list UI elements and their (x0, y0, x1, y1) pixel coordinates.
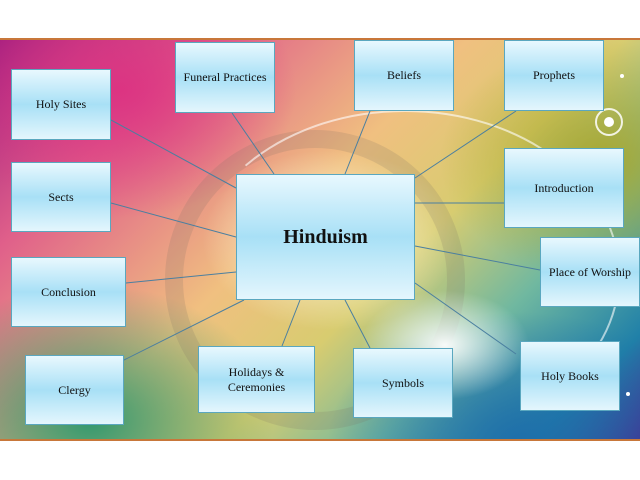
node-label: Hinduism (283, 225, 368, 248)
node-label: Holy Books (541, 368, 599, 383)
node-hinduism[interactable]: Hinduism (236, 174, 415, 300)
node-label: Sects (48, 189, 74, 204)
link-funeral-practices (231, 112, 275, 175)
link-holidays-ceremonies (281, 299, 301, 347)
node-label: Introduction (534, 180, 594, 195)
node-holy-sites[interactable]: Holy Sites (11, 69, 111, 140)
node-funeral-practices[interactable]: Funeral Practices (175, 42, 275, 113)
node-clergy[interactable]: Clergy (25, 355, 124, 425)
node-label: Funeral Practices (183, 70, 267, 84)
node-label: Clergy (58, 382, 91, 397)
node-introduction[interactable]: Introduction (504, 148, 624, 228)
node-label: Prophets (533, 68, 575, 82)
node-label: Holy Sites (35, 97, 87, 111)
node-place-of-worship[interactable]: Place of Worship (540, 237, 640, 307)
node-symbols[interactable]: Symbols (353, 348, 453, 418)
link-holy-books (414, 282, 517, 355)
link-clergy (123, 299, 245, 361)
link-place-of-worship (414, 245, 541, 271)
node-holy-books[interactable]: Holy Books (520, 341, 620, 411)
node-holidays-ceremonies[interactable]: Holidays & Ceremonies (198, 346, 315, 413)
link-symbols (344, 299, 371, 349)
link-sects (110, 202, 237, 238)
node-label: Holidays & Ceremonies (227, 364, 286, 394)
link-holy-sites (110, 119, 237, 189)
node-beliefs[interactable]: Beliefs (354, 40, 454, 111)
node-conclusion[interactable]: Conclusion (11, 257, 126, 327)
decorative-dot (620, 74, 624, 78)
node-label: Place of Worship (548, 264, 632, 279)
decorative-dot (626, 392, 630, 396)
decorative-ring (595, 108, 623, 136)
link-beliefs (344, 110, 371, 175)
link-prophets (414, 110, 517, 179)
decorative-dot (604, 117, 614, 127)
node-sects[interactable]: Sects (11, 162, 111, 232)
node-label: Conclusion (41, 284, 96, 299)
node-label: Beliefs (387, 68, 421, 82)
node-prophets[interactable]: Prophets (504, 40, 604, 111)
node-label: Symbols (381, 375, 424, 390)
link-conclusion (125, 271, 237, 284)
